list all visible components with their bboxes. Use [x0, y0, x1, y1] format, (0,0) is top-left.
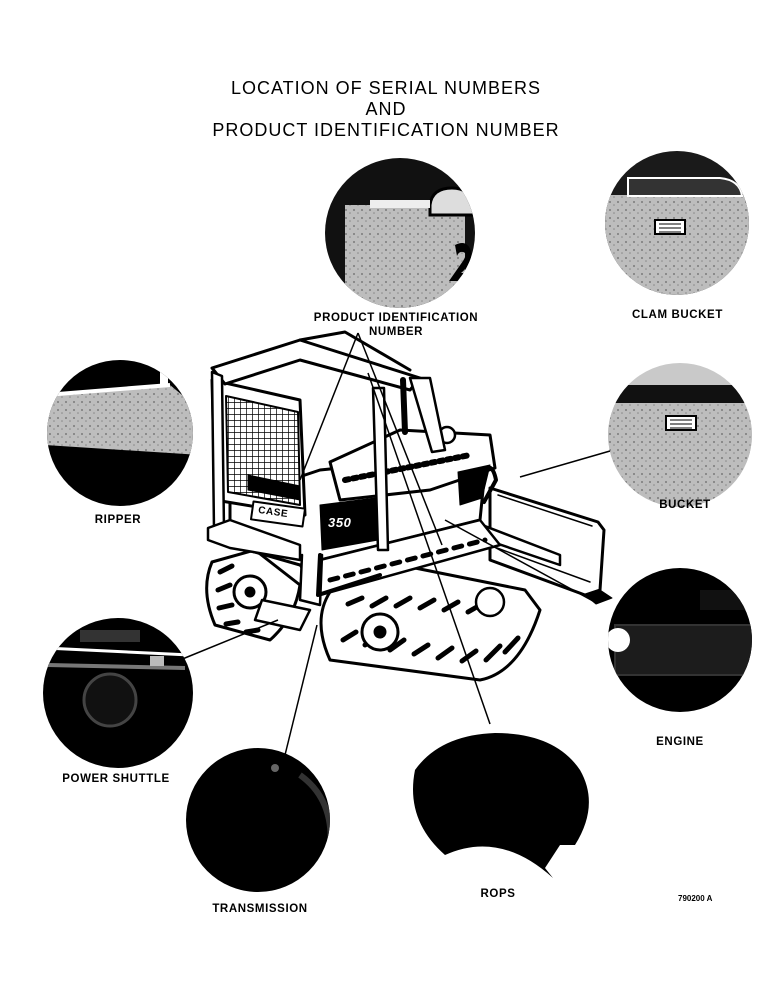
label-product-identification-number: PRODUCT IDENTIFICATION NUMBER	[296, 311, 496, 339]
page-title: LOCATION OF SERIAL NUMBERS AND PRODUCT I…	[0, 78, 772, 141]
label-transmission: TRANSMISSION	[212, 903, 308, 915]
label-power-shuttle: POWER SHUTTLE	[62, 773, 170, 785]
crawler-dozer-illustration	[205, 330, 613, 682]
ripper-photo	[47, 360, 193, 506]
transmission-photo	[186, 748, 330, 892]
pin-label-line-2: NUMBER	[368, 326, 424, 338]
rops-photo	[413, 733, 589, 878]
pin-label-line-1: PRODUCT IDENTIFICATION	[313, 312, 479, 324]
label-engine: ENGINE	[656, 736, 704, 748]
title-line-2: AND	[365, 99, 407, 119]
label-rops: ROPS	[480, 888, 516, 900]
title-line-1: LOCATION OF SERIAL NUMBERS	[230, 78, 542, 98]
leader-lines	[179, 332, 611, 756]
power-shuttle-photo	[43, 618, 193, 768]
label-bucket: BUCKET	[659, 499, 711, 511]
figure-code: 790200 A	[678, 894, 713, 903]
label-ripper: RIPPER	[94, 514, 142, 526]
engine-photo	[608, 568, 752, 712]
model-decal: 350	[328, 515, 352, 530]
clam-bucket-photo	[605, 151, 749, 295]
bucket-photo	[608, 363, 752, 507]
title-line-3: PRODUCT IDENTIFICATION NUMBER	[212, 120, 560, 140]
label-clam-bucket: CLAM BUCKET	[632, 309, 723, 321]
pin-photo	[325, 158, 475, 308]
